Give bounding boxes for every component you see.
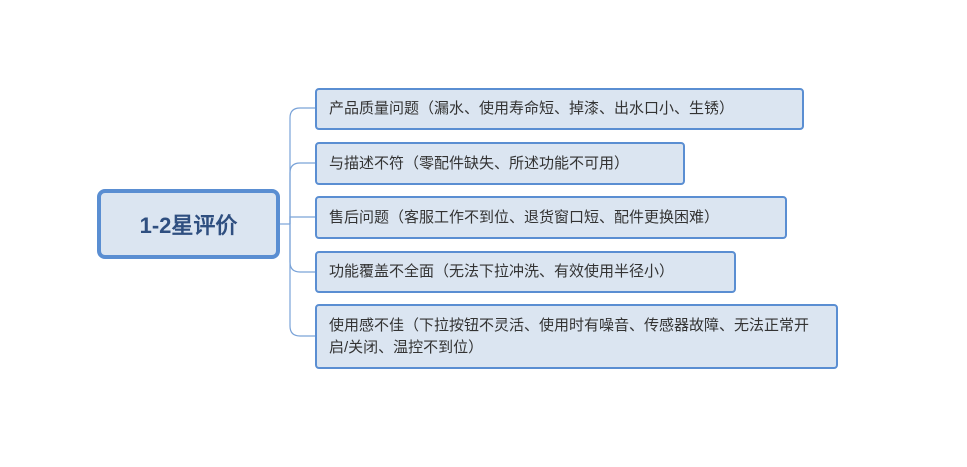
root-topic-label: 1-2星评价 [139, 213, 238, 238]
connector-5 [289, 224, 315, 337]
connector-3 [289, 216, 315, 224]
branch-label: 功能覆盖不全面（无法下拉冲洗、有效使用半径小） [329, 263, 675, 280]
branch-label: 与描述不符（零配件缺失、所述功能不可用） [329, 154, 630, 172]
connector-4 [289, 224, 315, 273]
branch-label: 产品质量问题（漏水、使用寿命短、掉漆、出水口小、生锈） [329, 100, 735, 117]
branch-label: 售后问题（客服工作不到位、退货窗口短、配件更换困难） [329, 208, 720, 226]
branch-topic-1[interactable]: 产品质量问题（漏水、使用寿命短、掉漆、出水口小、生锈） [315, 88, 804, 130]
branch-topic-3[interactable]: 售后问题（客服工作不到位、退货窗口短、配件更换困难） [315, 196, 787, 239]
root-topic[interactable]: 1-2星评价 [97, 189, 280, 259]
branch-topic-4[interactable]: 功能覆盖不全面（无法下拉冲洗、有效使用半径小） [315, 251, 736, 293]
connector-2 [289, 162, 315, 224]
branch-topic-2[interactable]: 与描述不符（零配件缺失、所述功能不可用） [315, 142, 685, 185]
branch-topic-5[interactable]: 使用感不佳（下拉按钮不灵活、使用时有噪音、传感器故障、无法正常开启/关闭、温控不… [315, 304, 838, 369]
branch-label: 使用感不佳（下拉按钮不灵活、使用时有噪音、传感器故障、无法正常开启/关闭、温控不… [329, 316, 810, 356]
connector-1 [289, 107, 315, 224]
